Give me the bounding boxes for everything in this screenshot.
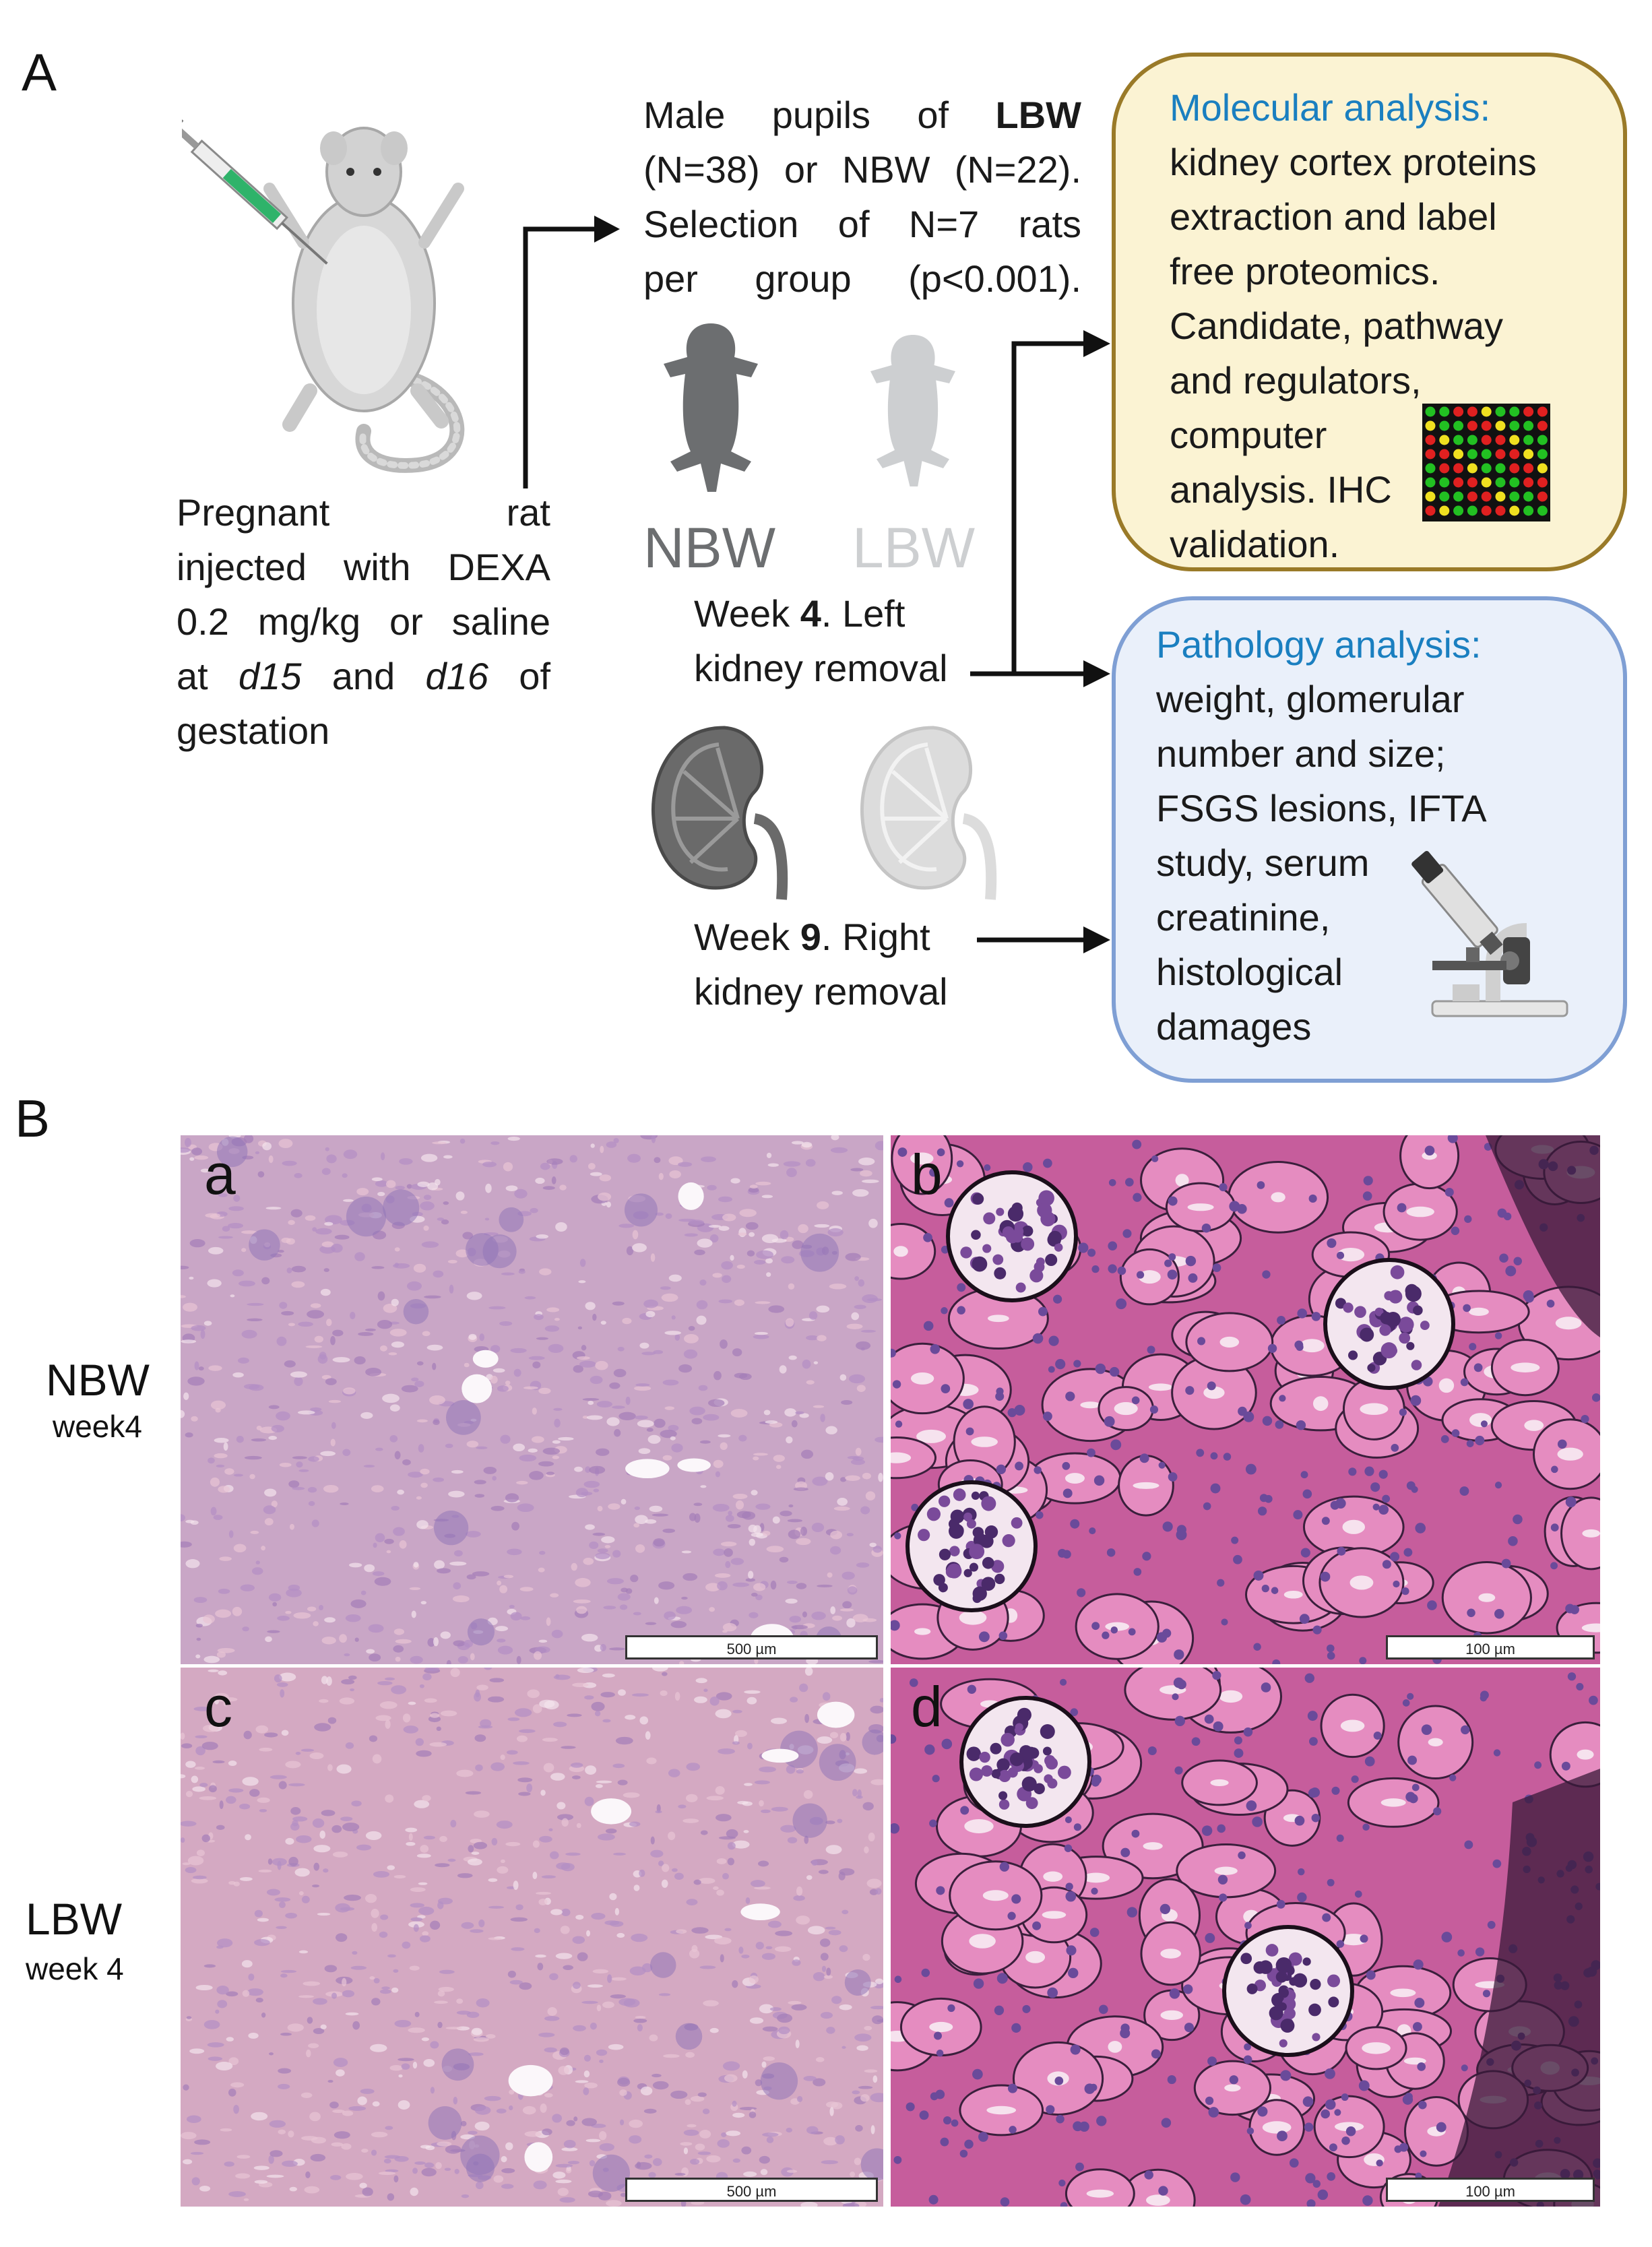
pathology-line-7: damages [1156, 1005, 1312, 1048]
micrograph-d-letter: d [911, 1675, 943, 1738]
nbw-pup-icon [664, 323, 758, 492]
lbw-kidney-icon [860, 726, 997, 900]
micrograph-a-scalebar: 500 µm [625, 1635, 878, 1659]
lbw-group-label: LBW [852, 516, 976, 579]
panel-a-letter: A [22, 42, 57, 102]
pupils-line-4: per group (p<0.001). [643, 257, 1081, 300]
molecular-line-7: analysis. IHC [1170, 468, 1392, 511]
pathology-title: Pathology analysis: [1156, 623, 1482, 666]
pregnant-rat-description: Pregnant rat injected with DEXA 0.2 mg/k… [177, 485, 550, 758]
panel-b-letter: B [15, 1089, 51, 1148]
pregnant-line-5: gestation [177, 709, 330, 752]
pregnant-rat-illustration [182, 114, 465, 473]
micrograph-a-letter: a [204, 1143, 236, 1206]
week9-line-1: Week 9. Right [694, 910, 977, 964]
pupils-line-2: (N=38) or NBW (N=22). [643, 148, 1081, 191]
microarray-icon [1422, 404, 1550, 521]
micrograph-c-letter: c [204, 1675, 232, 1738]
row2-group-label: LBW [26, 1894, 123, 1944]
pregnant-line-1: Pregnant rat [177, 491, 550, 534]
pupils-line-1: Male pupils of LBW [643, 94, 1081, 136]
pathology-analysis-box: Pathology analysis: weight, glomerular n… [1112, 596, 1627, 1083]
micrograph-d: d 100 µm [891, 1668, 1600, 2207]
micrograph-b-letter: b [911, 1143, 943, 1206]
molecular-line-4: Candidate, pathway [1170, 305, 1504, 347]
pupils-line-3: Selection of N=7 rats [643, 203, 1081, 245]
micrograph-d-scalebar: 100 µm [1386, 2178, 1595, 2202]
week4-line-2: kidney removal [694, 647, 948, 689]
pupils-description: Male pupils of LBW (N=38) or NBW (N=22).… [643, 88, 1081, 306]
week4-post: . Left [821, 592, 906, 635]
micrograph-a: a 500 µm [181, 1135, 883, 1664]
microscope-icon [1411, 850, 1568, 1017]
week4-description: Week 4. Left kidney removal [694, 586, 977, 695]
row1-week-label: week4 [53, 1409, 142, 1444]
molecular-line-8: validation. [1170, 523, 1340, 565]
molecular-title: Molecular analysis: [1170, 86, 1491, 129]
pregnant-line-3: 0.2 mg/kg or saline [177, 600, 550, 643]
molecular-line-3: free proteomics. [1170, 250, 1440, 292]
week9-post: . Right [821, 916, 930, 958]
pathology-line-6: histological [1156, 951, 1343, 993]
pathology-line-3: FSGS lesions, IFTA [1156, 787, 1487, 829]
molecular-line-2: extraction and label [1170, 195, 1497, 238]
micrograph-c-scalebar: 500 µm [625, 2178, 878, 2202]
molecular-line-5: and regulators, [1170, 359, 1422, 402]
molecular-analysis-box: Molecular analysis: kidney cortex protei… [1112, 53, 1627, 571]
arrows-to-analysis [970, 330, 1110, 953]
row1-group-label: NBW [46, 1355, 150, 1405]
pathology-line-1: weight, glomerular [1156, 678, 1465, 720]
pathology-line-4: study, serum [1156, 842, 1370, 884]
pathology-line-5: creatinine, [1156, 896, 1331, 939]
week9-number: 9 [800, 916, 821, 958]
week4-line-1: Week 4. Left [694, 586, 977, 641]
pregnant-line-4: at d15 and d16 of [177, 655, 551, 697]
micrograph-b: b 100 µm [891, 1135, 1600, 1664]
week4-pre: Week [694, 592, 800, 635]
nbw-kidney-icon [651, 726, 788, 900]
pathology-line-2: number and size; [1156, 732, 1446, 775]
molecular-line-6: computer [1170, 414, 1327, 456]
pregnant-line-2: injected with DEXA [177, 546, 550, 588]
week9-description: Week 9. Right kidney removal [694, 910, 977, 1019]
week4-number: 4 [800, 592, 821, 635]
molecular-line-1: kidney cortex proteins [1170, 141, 1537, 183]
nbw-group-label: NBW [643, 516, 775, 579]
row2-week-label: week 4 [26, 1951, 124, 1986]
week9-line-2: kidney removal [694, 970, 948, 1013]
lbw-pup-icon [870, 335, 955, 486]
week9-pre: Week [694, 916, 800, 958]
micrograph-b-scalebar: 100 µm [1386, 1635, 1595, 1659]
micrograph-c: c 500 µm [181, 1668, 883, 2207]
arrow-rat-to-pupils [523, 216, 620, 488]
